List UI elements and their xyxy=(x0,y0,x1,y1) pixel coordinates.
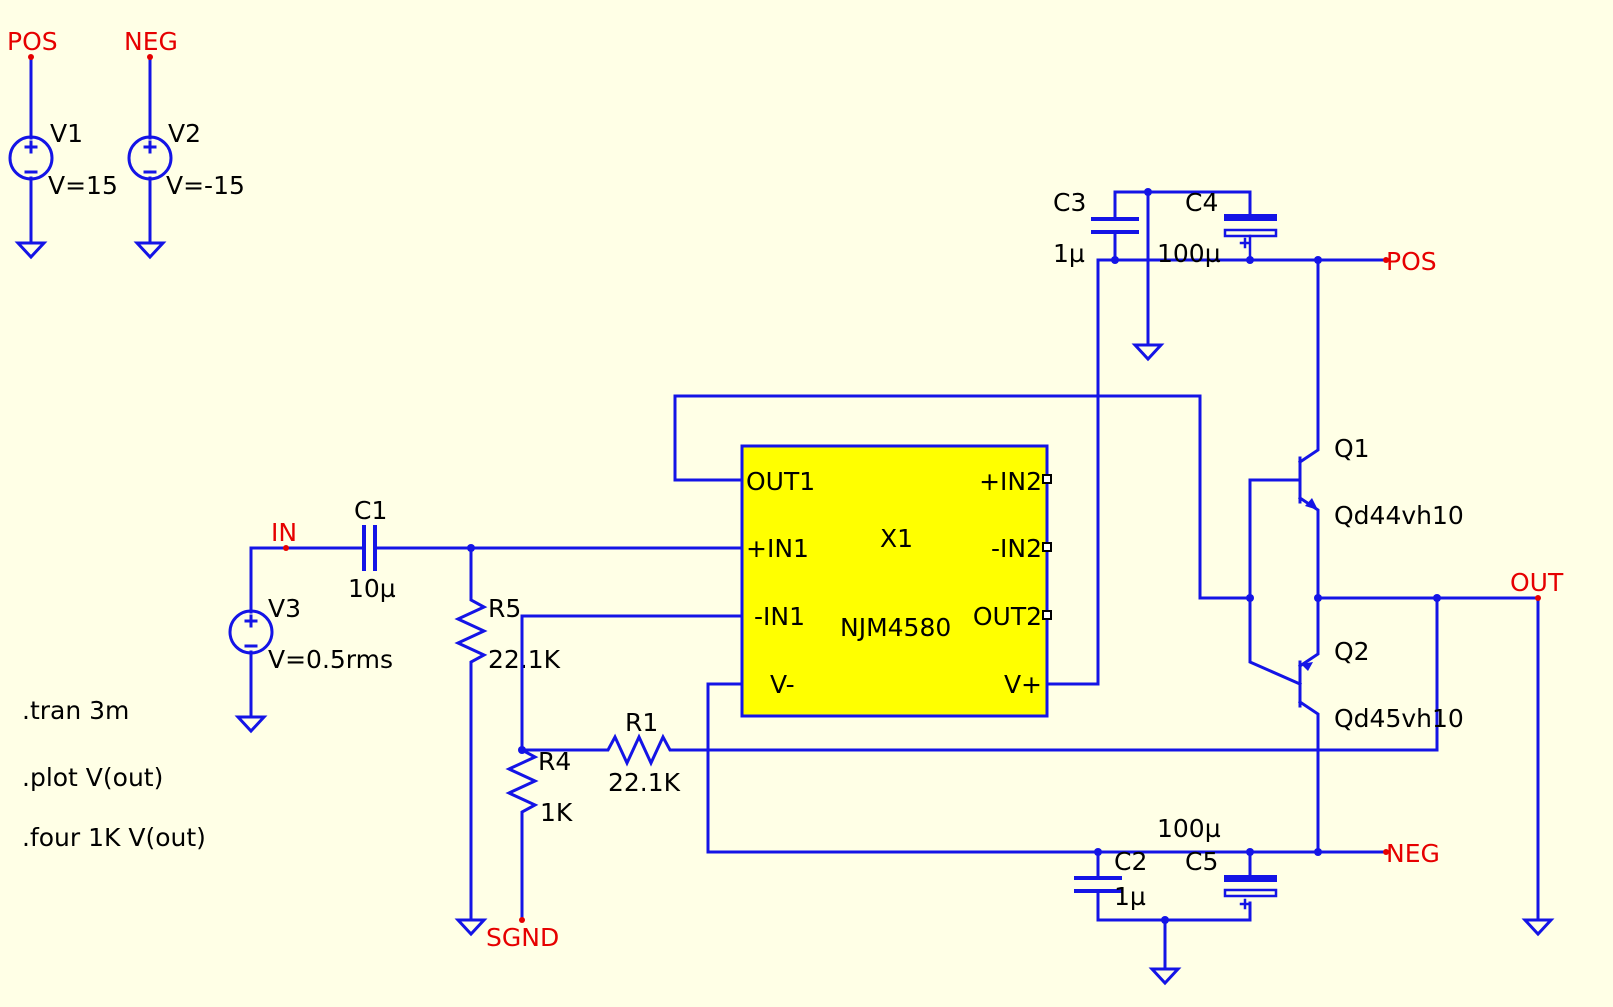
r1-value: 22.1K xyxy=(608,768,681,797)
wire-out1-drive xyxy=(673,394,1252,600)
directive-tran[interactable]: .tran 3m xyxy=(22,696,129,725)
opamp-part: NJM4580 xyxy=(840,613,951,642)
v1-value: V=15 xyxy=(48,171,118,200)
capacitor-c2[interactable] xyxy=(1074,850,1252,922)
v3-ref: V3 xyxy=(268,594,301,623)
c4-ref: C4 xyxy=(1185,188,1218,217)
directive-four[interactable]: .four 1K V(out) xyxy=(22,823,206,852)
q2-ref: Q2 xyxy=(1334,637,1370,666)
net-label-sgnd: SGND xyxy=(486,923,559,952)
pin-in1p-label: +IN1 xyxy=(746,534,809,563)
opamp-ref: X1 xyxy=(880,524,913,553)
wire-inverting-input xyxy=(520,614,744,752)
v3-value: V=0.5rms xyxy=(268,645,393,674)
r4-value: 1K xyxy=(540,798,573,827)
pin-vminus-label: V- xyxy=(770,670,795,699)
c3-ref: C3 xyxy=(1053,188,1086,217)
c3-value: 1µ xyxy=(1053,239,1085,268)
r5-ref: R5 xyxy=(488,594,521,623)
net-label-neg: NEG xyxy=(124,27,178,56)
v2-ref: V2 xyxy=(168,119,201,148)
pin-out2-unconnected xyxy=(1042,610,1052,620)
c1-ref: C1 xyxy=(354,496,387,525)
net-label-in: IN xyxy=(271,518,297,547)
c2-value: 1µ xyxy=(1114,882,1146,911)
pin-out1-label: OUT1 xyxy=(746,467,815,496)
q2-model: Qd45vh10 xyxy=(1334,704,1464,733)
opamp-x1[interactable] xyxy=(740,444,1049,718)
source-v1[interactable] xyxy=(8,55,54,260)
pin-in2p-label: +IN2 xyxy=(979,467,1042,496)
resistor-r4[interactable] xyxy=(505,747,539,922)
ground-c2-c5 xyxy=(1148,918,1182,986)
r4-ref: R4 xyxy=(538,747,571,776)
ground-c3-c4 xyxy=(1131,190,1165,362)
c5-ref: C5 xyxy=(1185,847,1218,876)
resistor-r5[interactable] xyxy=(454,546,488,937)
v2-value: V=-15 xyxy=(166,171,245,200)
pin-in2n-label: -IN2 xyxy=(991,534,1042,563)
directive-plot[interactable]: .plot V(out) xyxy=(22,763,163,792)
pin-vplus-label: V+ xyxy=(1004,670,1042,699)
q1-model: Qd44vh10 xyxy=(1334,501,1464,530)
v1-ref: V1 xyxy=(50,119,83,148)
pin-in2n-unconnected xyxy=(1042,542,1052,552)
c4-value: 100µ xyxy=(1157,239,1221,268)
wire-vminus xyxy=(706,682,1388,854)
net-label-out: OUT xyxy=(1510,568,1564,597)
resistor-r1[interactable] xyxy=(520,596,1439,767)
capacitor-c5[interactable] xyxy=(1223,850,1278,910)
pin-in2p-unconnected xyxy=(1042,474,1052,484)
r1-ref: R1 xyxy=(625,708,658,737)
net-label-pos: POS xyxy=(7,27,58,56)
net-label-pos-rail: POS xyxy=(1386,247,1437,276)
capacitor-c4[interactable] xyxy=(1223,214,1278,262)
net-label-neg-rail: NEG xyxy=(1386,839,1440,868)
c1-value: 10µ xyxy=(348,574,396,603)
wire-vplus xyxy=(1045,258,1388,686)
pin-in1n-label: -IN1 xyxy=(754,602,805,631)
capacitor-c1[interactable] xyxy=(362,525,744,571)
capacitor-c3[interactable] xyxy=(1091,190,1252,262)
q1-ref: Q1 xyxy=(1334,434,1370,463)
transistor-q2[interactable] xyxy=(1248,596,1320,854)
r5-value: 22.1K xyxy=(488,645,561,674)
c5-value: 100µ xyxy=(1157,814,1221,843)
transistor-q1[interactable] xyxy=(1248,258,1320,600)
source-v3[interactable] xyxy=(228,546,274,734)
pin-out2-label: OUT2 xyxy=(973,602,1042,631)
source-v2[interactable] xyxy=(127,55,173,260)
c2-ref: C2 xyxy=(1114,847,1147,876)
